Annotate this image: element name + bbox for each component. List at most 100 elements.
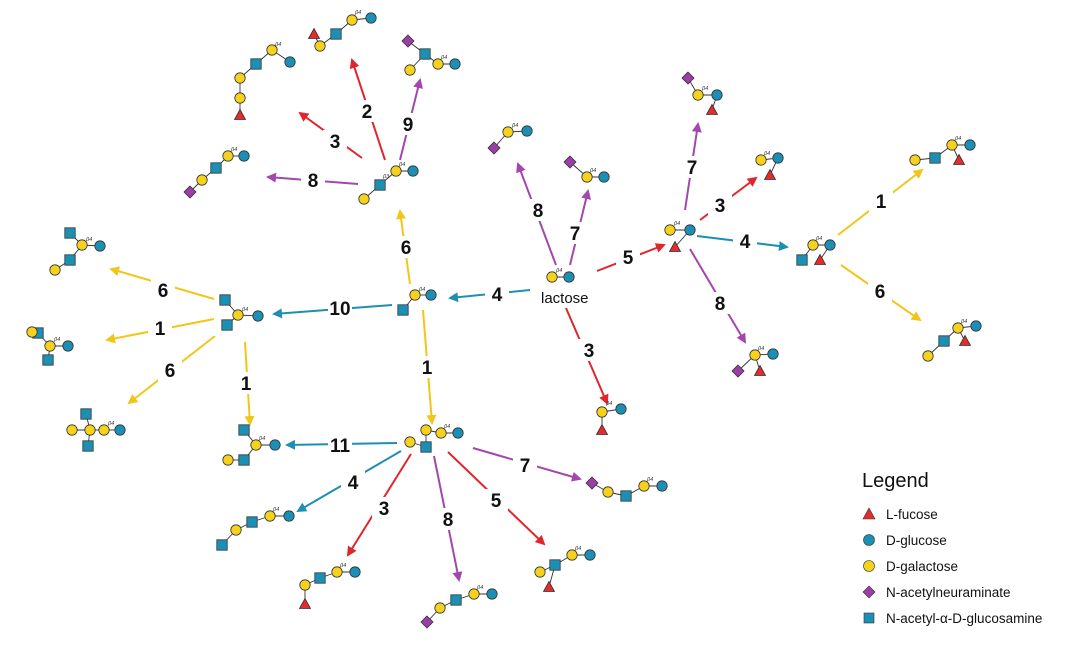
glycan-structure: β4	[216, 507, 295, 551]
step-label-background	[485, 283, 509, 305]
galactose-circle-icon	[266, 44, 278, 56]
galactose-circle-icon	[26, 326, 38, 338]
glucose-circle-icon	[269, 439, 281, 451]
reaction-step-label: 1	[876, 192, 887, 213]
step-label-background	[708, 292, 732, 314]
glucosamine-square-icon	[620, 490, 632, 502]
glucosamine-square-icon	[219, 294, 231, 306]
glycan-structure: β4	[796, 236, 836, 266]
step-label-background	[151, 279, 175, 301]
galactose-circle-icon	[222, 454, 234, 466]
reaction-step-label: 1	[241, 374, 252, 395]
glucose-circle-icon	[964, 139, 976, 151]
glycan-structure: β4	[66, 408, 126, 452]
step-label-background	[680, 156, 704, 178]
step-label-background	[577, 339, 601, 361]
linkage-label: β4	[107, 421, 114, 427]
glucose-circle-icon	[615, 403, 627, 415]
linkage-label: β4	[815, 236, 822, 242]
glucosamine-square-icon	[64, 227, 76, 239]
linkage-label: β4	[646, 477, 653, 483]
reaction-step-label: 4	[492, 285, 503, 306]
legend-item-label: D-glucose	[886, 532, 947, 548]
galactose-circle-icon	[196, 174, 208, 186]
reaction-step-label: 4	[348, 473, 359, 494]
glucose-circle-icon	[283, 510, 295, 522]
step-label-background	[341, 471, 365, 493]
glycan-structure: β4	[397, 287, 437, 316]
glucose-circle-icon	[114, 424, 126, 436]
galactose-circle-icon	[922, 350, 934, 362]
glucose-circle-icon	[407, 165, 419, 177]
linkage-label: β4	[605, 401, 612, 407]
galactose-circle-icon	[909, 154, 921, 166]
glucose-circle-icon	[824, 239, 836, 251]
neuraminate-diamond-icon	[487, 141, 501, 155]
fucose-triangle-icon	[595, 423, 609, 435]
fucose-triangle-icon	[753, 364, 767, 376]
fucose-triangle-icon	[233, 108, 247, 120]
glycan-structure: β4	[307, 10, 377, 52]
galactose-circle-icon	[664, 224, 676, 236]
galactose-circle-icon	[358, 193, 370, 205]
glucosamine-square-icon	[42, 354, 54, 366]
glucose-circle-icon	[284, 56, 296, 68]
glucose-circle-icon	[452, 427, 464, 439]
reaction-step-label: 6	[165, 361, 176, 382]
linkage-label: β4	[258, 436, 265, 442]
glycan-structures: β4β3β4β4β4β4β4β4β4β4β4β4β4β4β4β4β4β4β4β4…	[26, 10, 982, 629]
galactose-circle-icon	[390, 165, 402, 177]
linkage-label: β4	[272, 507, 279, 513]
glucose-circle-icon	[252, 310, 264, 322]
glycan-structure: β4	[664, 221, 696, 252]
galactose-circle-icon	[234, 72, 246, 84]
glycan-structure: β4	[183, 147, 250, 199]
galactose-circle-icon	[749, 349, 761, 361]
glucose-circle-icon	[238, 150, 250, 162]
glucosamine-square-icon	[330, 28, 342, 40]
galactose-circle-icon	[76, 239, 88, 251]
glucose-circle-icon	[772, 152, 784, 164]
reaction-step-label: 6	[401, 238, 412, 259]
glucosamine-square-icon	[246, 516, 258, 528]
glucose-circle-icon	[598, 171, 610, 183]
reaction-step-label: 3	[584, 341, 595, 362]
legend-item-label: D-galactose	[886, 558, 959, 574]
linkage-label: β4	[954, 136, 961, 142]
linkage-label: β4	[398, 162, 405, 168]
galactose-circle-icon	[346, 14, 358, 26]
neuraminate-diamond-icon	[585, 476, 599, 490]
glycan-structure: β4	[49, 227, 106, 276]
fucose-triangle-icon	[668, 240, 682, 252]
reaction-step-label: 1	[422, 358, 433, 379]
galactose-circle-icon	[534, 566, 546, 578]
glycan-structure: β4	[219, 294, 264, 331]
linkage-label: β4	[85, 237, 92, 243]
step-label-background	[234, 372, 258, 394]
reaction-step-label: 6	[875, 282, 886, 303]
glucose-circle-icon	[584, 549, 596, 561]
glucosamine-square-icon	[238, 454, 250, 466]
galactose-circle-icon	[432, 58, 444, 70]
glucosamine-square-icon	[221, 319, 233, 331]
reaction-step-label: 2	[362, 102, 373, 123]
galactose-circle-icon	[299, 579, 311, 591]
linkage-label: β4	[476, 585, 483, 591]
glycan-structure: β4	[233, 42, 296, 120]
step-label-background	[869, 190, 893, 212]
step-label-background	[616, 246, 640, 268]
glucose-circle-icon	[94, 240, 106, 252]
glucosamine-square-icon	[216, 539, 228, 551]
galactose-circle-icon	[602, 486, 614, 498]
reaction-step-label: 3	[379, 499, 390, 520]
galactose-circle-icon	[232, 309, 244, 321]
legend-title: Legend	[862, 470, 929, 492]
glucosamine-square-icon	[238, 424, 250, 436]
glucosamine-square-icon	[374, 179, 386, 191]
step-label-background	[323, 130, 347, 152]
fucose-triangle-icon	[542, 580, 556, 592]
glucose-circle-icon	[521, 125, 533, 137]
legend-item-glucosamine: N-acetyl-α-D-glucosamine	[858, 605, 1068, 631]
